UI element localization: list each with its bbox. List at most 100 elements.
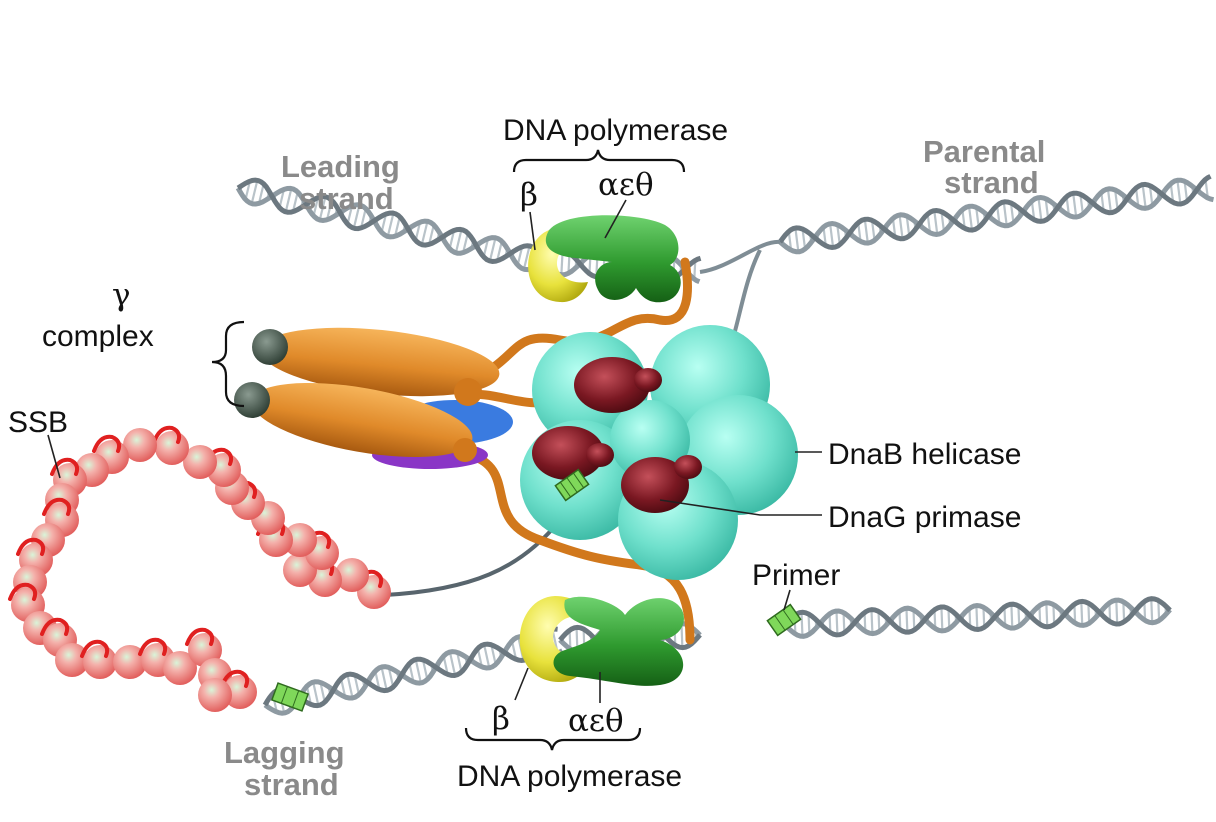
ssb-bead [163,651,197,685]
base-pair-rung [829,223,835,248]
base-pair-rung [842,612,846,633]
base-pair-rung [394,216,401,237]
parental-strand-dna [777,174,1215,255]
brace-top-polymerase [512,149,686,173]
ssb-coated-strand [8,425,391,712]
base-pair-rung [933,210,939,235]
base-pair-rung [359,208,367,229]
base-pair-rung [967,206,974,231]
ssb-bead [155,431,189,465]
ssb-coil [185,627,215,646]
base-pair-rung [483,644,491,669]
base-pair-rung [975,207,980,228]
ssb-coil [92,434,122,453]
beta-clamp-top [528,228,588,303]
base-pair-rung [1010,604,1014,629]
base-pair-rung [352,204,361,229]
base-pair-rung [680,623,684,648]
ssb-coil [152,425,182,444]
label-dna-polymerase-top: DNA polymerase [503,114,728,147]
label-dna-polymerase-bottom: DNA polymerase [457,760,682,793]
base-pair-rung [800,612,804,637]
base-pair-rung [1079,194,1084,215]
base-pair-rung [428,224,435,245]
label-parental-strand-line2: strand [944,165,1039,200]
gamma-cap-bottom [234,382,270,418]
base-pair-rung [421,659,429,680]
base-pair-rung [877,611,881,632]
base-pair-rung [905,215,911,237]
base-pair-rung [1157,600,1161,621]
gamma-complex [234,327,513,469]
ssb-bead [335,558,369,592]
label-complex: complex [42,320,154,353]
base-pair-rung [476,648,483,668]
base-pair-rung [1122,601,1126,622]
label-dnag-primase: DnaG primase [828,501,1021,534]
base-pair-rung [380,666,388,691]
ssb-bead [55,643,89,677]
ssb-coil [138,637,168,656]
ssb-coil [8,582,38,601]
base-pair-rung [456,652,463,673]
base-pair-rung [1141,184,1147,209]
leader-primer [783,589,791,611]
base-pair-rung [1044,198,1050,219]
base-pair-rung [801,228,807,250]
base-pair-rung [346,674,354,699]
base-pair-rung [1002,201,1008,226]
base-pair-rung [257,183,265,204]
base-pair-rung [905,608,909,633]
base-pair-rung [1072,193,1078,218]
ssb-bead [198,678,232,712]
label-ssb: SSB [8,406,68,439]
base-pair-rung [940,606,944,631]
base-pair-rung [1114,189,1119,211]
dna-backbone [777,174,1212,251]
base-pair-rung [835,610,839,635]
label-lagging-strand-line2: strand [244,767,339,802]
dna-backbone [263,634,564,716]
gamma-cap-top [252,329,288,365]
leader-beta-bottom [514,667,529,701]
base-pair-rung [982,607,986,628]
base-pair-rung [387,667,395,688]
primer-lagging [270,682,310,712]
ssb-bead [183,445,217,479]
base-pair-rung [863,219,869,244]
label-aet-bottom: αεθ [568,703,624,739]
base-pair-rung [1148,185,1154,206]
core-polymerase-bottom [553,596,684,686]
base-pair-rung [291,191,299,212]
base-pair-rung [870,220,876,241]
ssb-coil [40,617,70,636]
ssb-coil [16,537,46,556]
brace-bottom-polymerase [464,727,642,751]
base-pair-rung [1052,604,1056,625]
dna-backbone [235,185,547,273]
base-pair-rung [454,229,463,254]
lagging-strand-right-dna [783,596,1172,639]
dna-backbone [778,177,1215,255]
base-pair-rung [386,212,395,237]
label-aet-top: αεθ [598,167,654,203]
base-pair-rung [462,232,469,253]
label-beta-bottom: β [492,701,510,737]
base-pair-rung [1183,181,1189,202]
base-pair-rung [1017,605,1021,626]
base-pair-rung [420,221,429,245]
base-pair-rung [1009,202,1015,224]
base-pair-rung [794,227,800,252]
core-polymerase-top [545,215,681,303]
base-pair-rung [1045,602,1049,627]
ssb-bead [123,428,157,462]
base-pair-rung [912,609,916,631]
base-pair-rung [940,211,946,232]
base-pair-rung [807,614,811,635]
primer-right [766,603,802,637]
base-pair-rung [975,605,979,630]
base-pair-rung [516,246,524,266]
dna-polymerase-top [528,215,681,303]
ssb-coil [42,497,72,516]
